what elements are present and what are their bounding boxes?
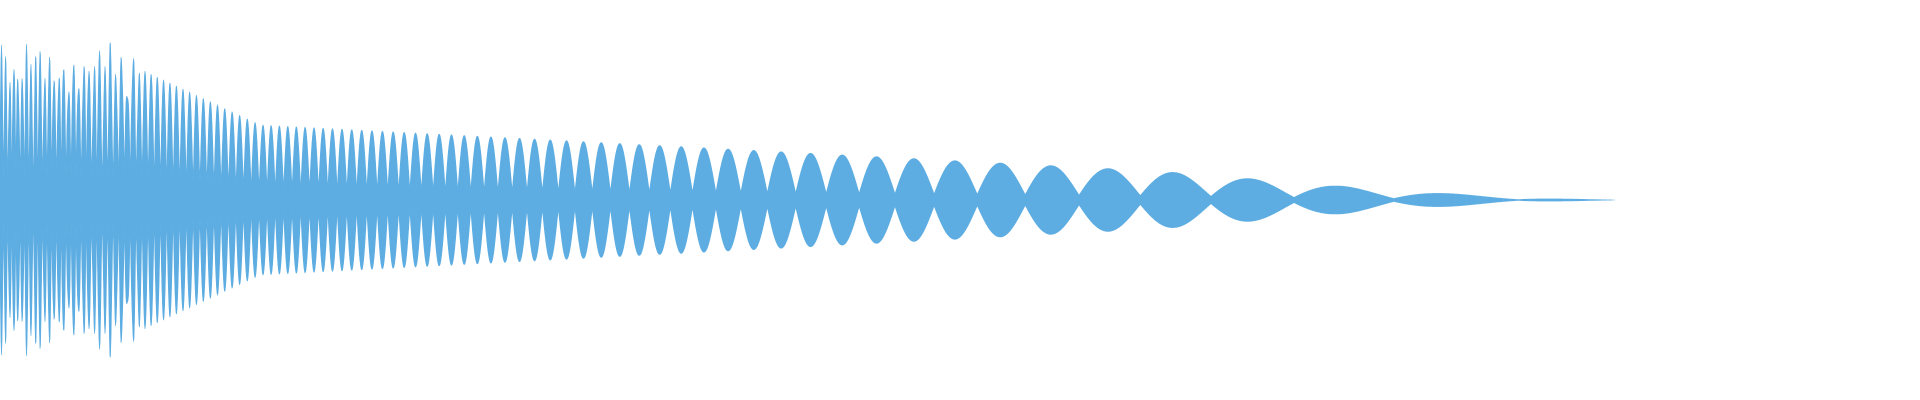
waveform-fill (0, 42, 1615, 358)
